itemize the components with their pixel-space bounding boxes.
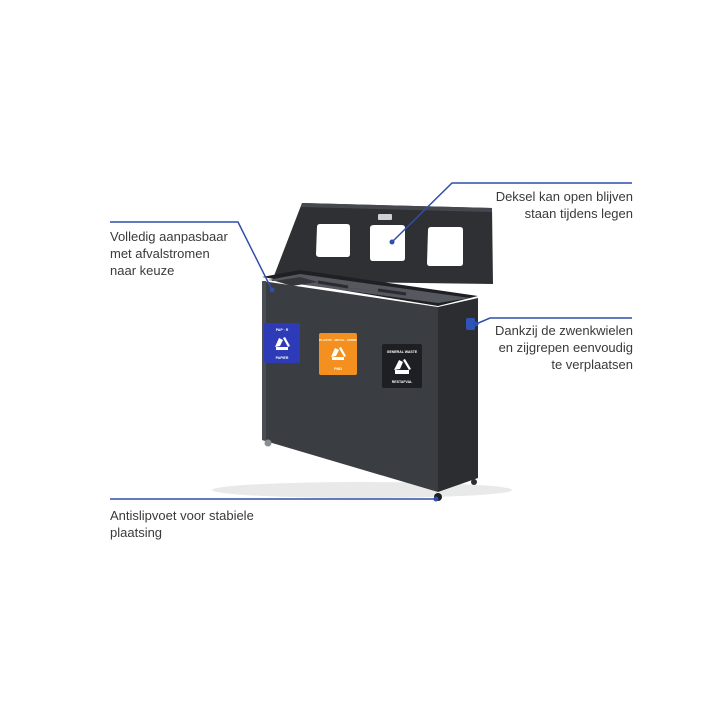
callout-foot-line-1: Antislipvoet voor stabiele (110, 508, 254, 523)
recycle-icon (394, 359, 411, 374)
callout-lid-line-2: staan tijdens legen (524, 206, 633, 221)
callout-streams-line-3: naar keuze (110, 263, 175, 278)
bin-front (262, 281, 438, 492)
svg-text:PLASTIC · METAL · DRINK: PLASTIC · METAL · DRINK (319, 338, 358, 342)
callout-wheels: Dankzij de zwenkwielen en zijgrepen eenv… (495, 322, 633, 373)
callout-streams-line-2: met afvalstromen (110, 246, 210, 261)
svg-text:RESTAFVAL: RESTAFVAL (392, 380, 413, 384)
side-handle (466, 318, 475, 330)
callout-line-streams (110, 221, 273, 291)
lid-opening (370, 225, 405, 261)
callout-lid-line-1: Deksel kan open blijven (495, 189, 633, 204)
svg-text:PMD: PMD (334, 367, 342, 371)
callout-wheels-line-2: en zijgrepen eenvoudig (498, 340, 633, 355)
callout-lines (110, 182, 632, 502)
callout-line-wheels (475, 317, 632, 325)
svg-text:GENERAL WASTE: GENERAL WASTE (387, 350, 418, 354)
svg-text:PAPIER: PAPIER (276, 356, 289, 360)
wheel-icon (471, 479, 477, 485)
wheel-icon (264, 439, 272, 447)
brand-logo (378, 214, 392, 220)
callout-wheels-line-3: te verplaatsen (551, 357, 633, 372)
callout-foot: Antislipvoet voor stabiele plaatsing (110, 507, 254, 541)
floor-shadow (212, 482, 512, 498)
lid-opening (316, 224, 350, 257)
callout-lid: Deksel kan open blijven staan tijdens le… (496, 188, 633, 222)
callout-foot-line-2: plaatsing (110, 525, 163, 540)
recycle-icon (275, 337, 290, 350)
bin-side (438, 298, 478, 492)
lid-opening (427, 227, 463, 266)
callout-streams-line-1: Volledig aanpasbaar (110, 229, 228, 244)
callout-line-lid (391, 182, 632, 243)
callout-streams: Volledig aanpasbaar met afvalstromen naa… (110, 228, 228, 279)
callout-wheels-line-1: Dankzij de zwenkwielen (494, 323, 633, 338)
label-paper: PAP · R PAPIER (264, 323, 300, 363)
svg-text:PAP · R: PAP · R (276, 328, 289, 332)
label-general-waste: GENERAL WASTE RESTAFVAL (382, 344, 422, 388)
label-plastic: PLASTIC · METAL · DRINK PMD (319, 333, 358, 375)
recycle-icon (331, 347, 346, 360)
